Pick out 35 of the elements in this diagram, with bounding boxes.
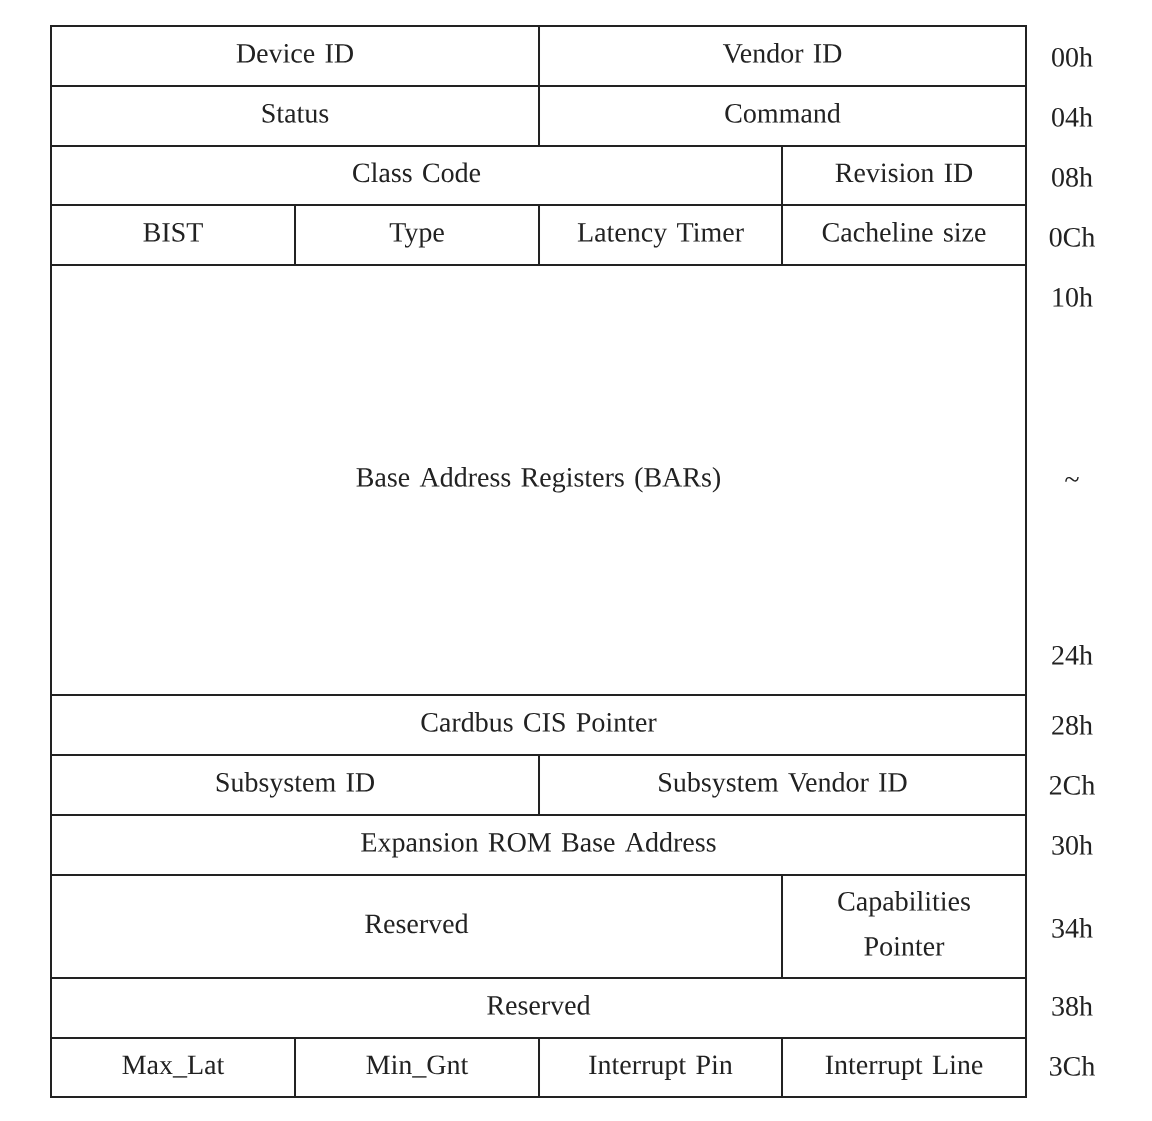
register-field-box: Revision ID (781, 145, 1027, 206)
register-field-box: Interrupt Pin (538, 1037, 783, 1098)
offset-label: 10h (1053, 287, 1093, 307)
offset-label: 08h (1052, 167, 1093, 187)
register-field-box: Base Address Registers (BARs) (50, 264, 1027, 696)
register-field-box: Class Code (50, 145, 783, 206)
offset-label: ~ (1065, 476, 1079, 482)
register-field-box: Vendor ID (538, 25, 1027, 87)
register-field-box: Device ID (50, 25, 540, 87)
register-field-box: BIST (50, 204, 296, 266)
register-field-box: Latency Timer (538, 204, 783, 266)
offset-label: 34h (1052, 918, 1093, 938)
register-field-box: Capabilities Pointer (781, 874, 1027, 979)
offset-label: 38h (1052, 996, 1093, 1016)
register-field-box: Interrupt Line (781, 1037, 1027, 1098)
register-field-box: Subsystem ID (50, 754, 540, 816)
register-field-box: Subsystem Vendor ID (538, 754, 1027, 816)
offset-label: 00h (1052, 47, 1093, 67)
offset-label: 30h (1052, 835, 1093, 855)
offset-label: 0Ch (1049, 227, 1095, 247)
register-field-box: Expansion ROM Base Address (50, 814, 1027, 876)
register-field-box: Status (50, 85, 540, 147)
register-field-box: Reserved (50, 874, 783, 979)
register-field-box: Reserved (50, 977, 1027, 1039)
register-field-box: Max_Lat (50, 1037, 296, 1098)
offset-label: 3Ch (1050, 1056, 1095, 1076)
offset-label: 24h (1052, 645, 1093, 665)
offset-label: 28h (1052, 715, 1093, 735)
register-field-box: Cardbus CIS Pointer (50, 694, 1027, 756)
register-field-box: Command (538, 85, 1027, 147)
offset-label: 2Ch (1049, 775, 1095, 795)
register-field-box: Min_Gnt (294, 1037, 540, 1098)
register-field-box: Cacheline size (781, 204, 1027, 266)
register-field-box: Type (294, 204, 540, 266)
offset-label: 04h (1052, 107, 1093, 127)
